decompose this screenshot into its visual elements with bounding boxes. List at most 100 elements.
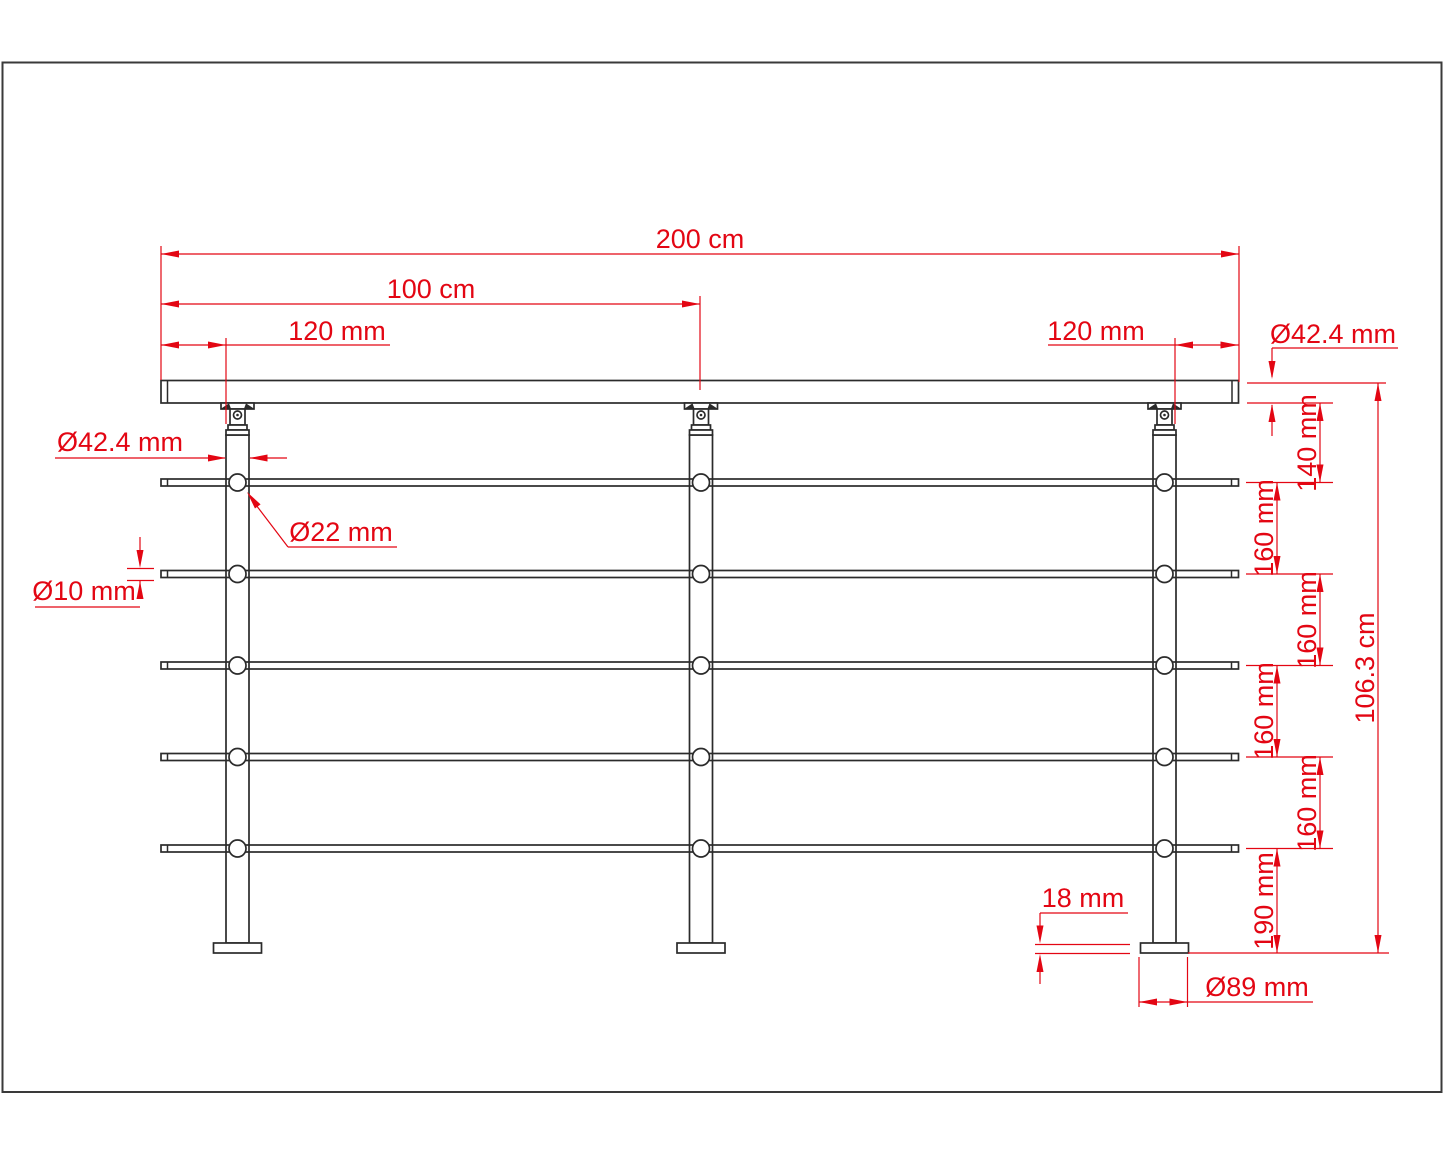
dim-label-post-inset-left: 120 mm <box>288 316 386 346</box>
dimension-arrow <box>1273 848 1281 867</box>
dimension-arrow <box>1374 383 1382 401</box>
bracket-wing-right <box>1171 403 1181 409</box>
dim-base-plate-diameter: Ø89 mm <box>1138 957 1313 1007</box>
connector-disc <box>1155 473 1174 492</box>
bracket-screw <box>232 410 243 420</box>
connector-disc <box>691 564 711 584</box>
dim-gap-bar5-ground: 190 mm <box>1249 848 1281 953</box>
dim-handrail-diameter: Ø42.4 mm <box>1268 319 1398 436</box>
dim-label-gap-bar4-bar5: 160 mm <box>1292 754 1322 852</box>
connector-disc <box>228 656 247 675</box>
dimension-line <box>252 500 289 548</box>
bracket-base <box>688 429 714 436</box>
dim-label-overall-width: 200 cm <box>656 224 745 254</box>
connector-disc <box>691 839 711 858</box>
dim-gap-handrail-bar1: 140 mm <box>1292 394 1324 492</box>
dimension-arrow <box>1036 925 1044 944</box>
bracket-wing-right <box>707 403 718 409</box>
dimension-arrow <box>1273 482 1281 501</box>
bracket-base <box>1152 429 1177 436</box>
dimension-arrow <box>1374 935 1382 953</box>
dimension-arrow <box>208 454 226 462</box>
connector-disc <box>228 839 247 858</box>
dim-label-base-plate-diameter: Ø89 mm <box>1205 972 1309 1002</box>
bracket-screw-center <box>1163 413 1166 417</box>
dimension-arrow <box>208 341 226 349</box>
connector-disc <box>1155 747 1174 767</box>
dim-label-gap-bar1-bar2: 160 mm <box>1249 479 1279 577</box>
base-plate-1 <box>212 942 263 954</box>
dim-gap-bar2-bar3: 160 mm <box>1292 571 1324 669</box>
connector-disc <box>1155 656 1174 675</box>
bracket-screw-center <box>236 413 239 417</box>
bracket-wing-left <box>684 403 695 409</box>
dimension-arrow <box>1316 403 1324 421</box>
dimension-arrow <box>1220 341 1239 349</box>
bracket-wing-left <box>1148 403 1158 409</box>
post-3 <box>1152 434 1177 944</box>
dim-label-post-inset-right: 120 mm <box>1047 316 1145 346</box>
dimension-arrow <box>161 341 179 349</box>
connector-disc <box>691 747 711 767</box>
bracket-screw <box>1159 410 1170 420</box>
connector-disc <box>228 564 247 584</box>
connector-disc <box>228 473 247 492</box>
dimension-arrow <box>1268 361 1276 379</box>
dim-label-gap-bar3-bar4: 160 mm <box>1249 662 1279 760</box>
dim-label-gap-bar2-bar3: 160 mm <box>1292 571 1322 669</box>
bracket-base <box>225 429 250 436</box>
dim-overall-width: 200 cm <box>160 224 1240 382</box>
dimension-arrow <box>136 581 144 599</box>
connector-disc <box>691 473 711 492</box>
dimension-arrow <box>1316 574 1324 592</box>
dimension-arrow <box>1175 341 1193 349</box>
dim-post-spacing: 100 cm <box>161 274 701 390</box>
connector-disc <box>1155 564 1174 584</box>
bracket-screw-center <box>699 413 703 417</box>
dim-post-inset-left: 120 mm <box>161 316 390 424</box>
dimension-arrow <box>1273 739 1281 757</box>
dimension-arrow <box>1221 250 1239 258</box>
dim-base-plate-thickness: 18 mm <box>1035 883 1130 984</box>
drawing-border <box>1 61 1443 1093</box>
dimension-arrow <box>136 550 144 568</box>
dimension-arrow <box>249 454 268 462</box>
post-1 <box>225 434 250 944</box>
post-2 <box>688 434 714 944</box>
dim-gap-bar4-bar5: 160 mm <box>1292 754 1324 852</box>
dimension-arrow <box>1273 665 1281 684</box>
dim-label-crossbar-diameter: Ø10 mm <box>32 576 136 606</box>
dimension-arrow <box>1273 556 1281 574</box>
dim-gap-bar3-bar4: 160 mm <box>1249 662 1281 760</box>
dimension-arrow <box>1169 998 1188 1006</box>
dim-label-total-height: 106.3 cm <box>1350 612 1380 723</box>
base-plate-3 <box>1139 942 1190 954</box>
dimension-arrow <box>247 492 261 509</box>
connector-disc <box>228 747 247 767</box>
dim-label-post-spacing: 100 cm <box>387 274 476 304</box>
dimension-arrow <box>1316 830 1324 849</box>
dimension-arrow <box>1268 404 1276 422</box>
dim-label-gap-bar5-ground: 190 mm <box>1249 852 1279 950</box>
dimension-arrow <box>1316 464 1324 483</box>
dimension-arrow <box>1316 757 1324 775</box>
dim-post-inset-right: 120 mm <box>1047 316 1239 424</box>
dimension-arrow <box>1273 935 1281 953</box>
dim-label-base-plate-thickness: 18 mm <box>1042 883 1125 913</box>
dimension-arrow <box>1036 954 1044 972</box>
dim-crossbar-diameter: Ø10 mm <box>32 537 154 608</box>
dim-post-diameter: Ø42.4 mm <box>55 427 287 462</box>
bracket-screw <box>696 410 706 420</box>
dim-total-height: 106.3 cm <box>1350 383 1382 953</box>
dim-label-gap-handrail-bar1: 140 mm <box>1292 394 1322 492</box>
railing-structure <box>160 379 1240 954</box>
connector-disc <box>1155 839 1174 858</box>
dimension-arrow <box>682 300 700 308</box>
dim-gap-bar1-bar2: 160 mm <box>1249 479 1281 577</box>
bracket-wing-right <box>244 403 254 409</box>
dim-connector-diameter: Ø22 mm <box>247 492 397 548</box>
dim-label-handrail-diameter: Ø42.4 mm <box>1270 319 1396 349</box>
dim-label-post-diameter: Ø42.4 mm <box>57 427 183 457</box>
